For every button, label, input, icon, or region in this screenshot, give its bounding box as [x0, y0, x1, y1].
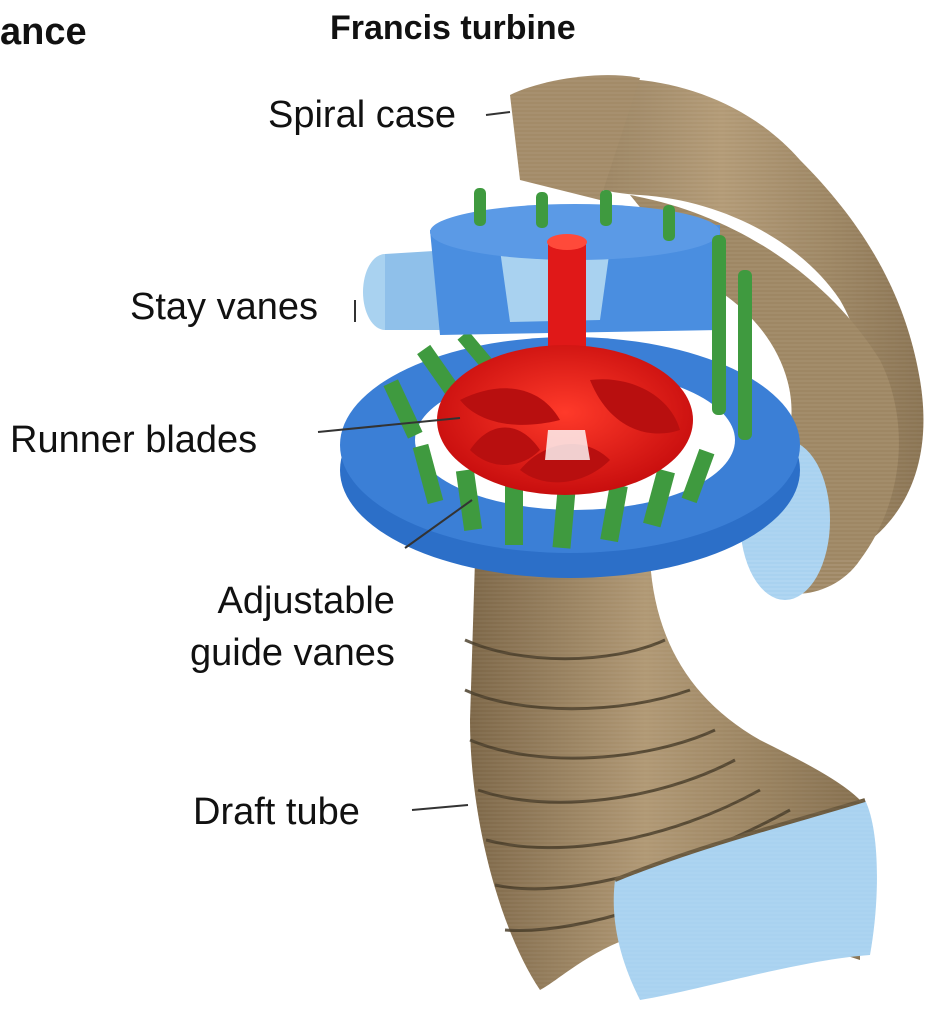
draft-tube-shape — [460, 560, 880, 1010]
cut-off-heading: ance — [0, 10, 87, 54]
label-adjustable-guide-vanes: Adjustable guide vanes — [190, 575, 395, 679]
label-draft-tube: Draft tube — [193, 790, 360, 834]
label-guide-vanes-line2: guide vanes — [190, 627, 395, 679]
label-runner-blades: Runner blades — [10, 418, 257, 462]
leader-draft-tube — [412, 805, 468, 810]
label-guide-vanes-line1: Adjustable — [190, 575, 395, 627]
label-stay-vanes: Stay vanes — [130, 285, 318, 329]
diagram-title: Francis turbine — [330, 6, 576, 50]
label-spiral-case: Spiral case — [268, 93, 456, 137]
